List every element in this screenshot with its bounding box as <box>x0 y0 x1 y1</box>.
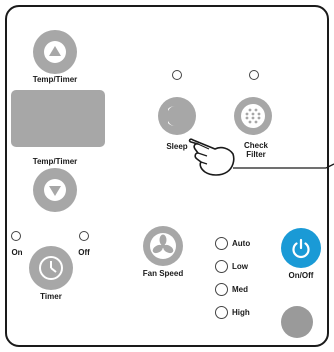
speed-auto-indicator-led <box>215 237 228 250</box>
filter-grid-icon <box>240 103 266 129</box>
power-label: On/Off <box>281 271 321 280</box>
power-icon <box>290 237 312 259</box>
speed-high-label: High <box>232 308 250 317</box>
speed-high-indicator-led <box>215 306 228 319</box>
timer-label: Timer <box>31 292 71 301</box>
fan-speed-label: Fan Speed <box>130 269 196 278</box>
speed-med-label: Med <box>232 285 248 294</box>
clock-icon <box>37 254 65 282</box>
temp-timer-up-label: Temp/Timer <box>18 75 92 84</box>
down-arrow-icon <box>43 179 67 201</box>
temp-timer-down-button[interactable] <box>33 168 77 212</box>
remote-receiver <box>281 306 313 338</box>
moon-icon <box>168 105 186 127</box>
pointing-hand-icon <box>185 128 334 183</box>
speed-auto-label: Auto <box>232 239 250 248</box>
timer-off-label: Off <box>76 248 92 257</box>
timer-on-label: On <box>9 248 25 257</box>
timer-off-indicator-led <box>79 231 89 241</box>
check-filter-indicator-led <box>249 70 259 80</box>
speed-low-indicator-led <box>215 260 228 273</box>
timer-button[interactable] <box>29 246 73 290</box>
temp-timer-up-button[interactable] <box>33 30 77 74</box>
up-arrow-icon <box>43 41 67 63</box>
speed-low-label: Low <box>232 262 248 271</box>
temp-timer-down-label: Temp/Timer <box>18 157 92 166</box>
timer-on-indicator-led <box>11 231 21 241</box>
sleep-indicator-led <box>172 70 182 80</box>
fan-speed-button[interactable] <box>143 226 183 266</box>
temp-timer-display <box>11 90 105 147</box>
speed-med-indicator-led <box>215 283 228 296</box>
power-button[interactable] <box>281 228 321 268</box>
fan-icon <box>149 232 177 260</box>
